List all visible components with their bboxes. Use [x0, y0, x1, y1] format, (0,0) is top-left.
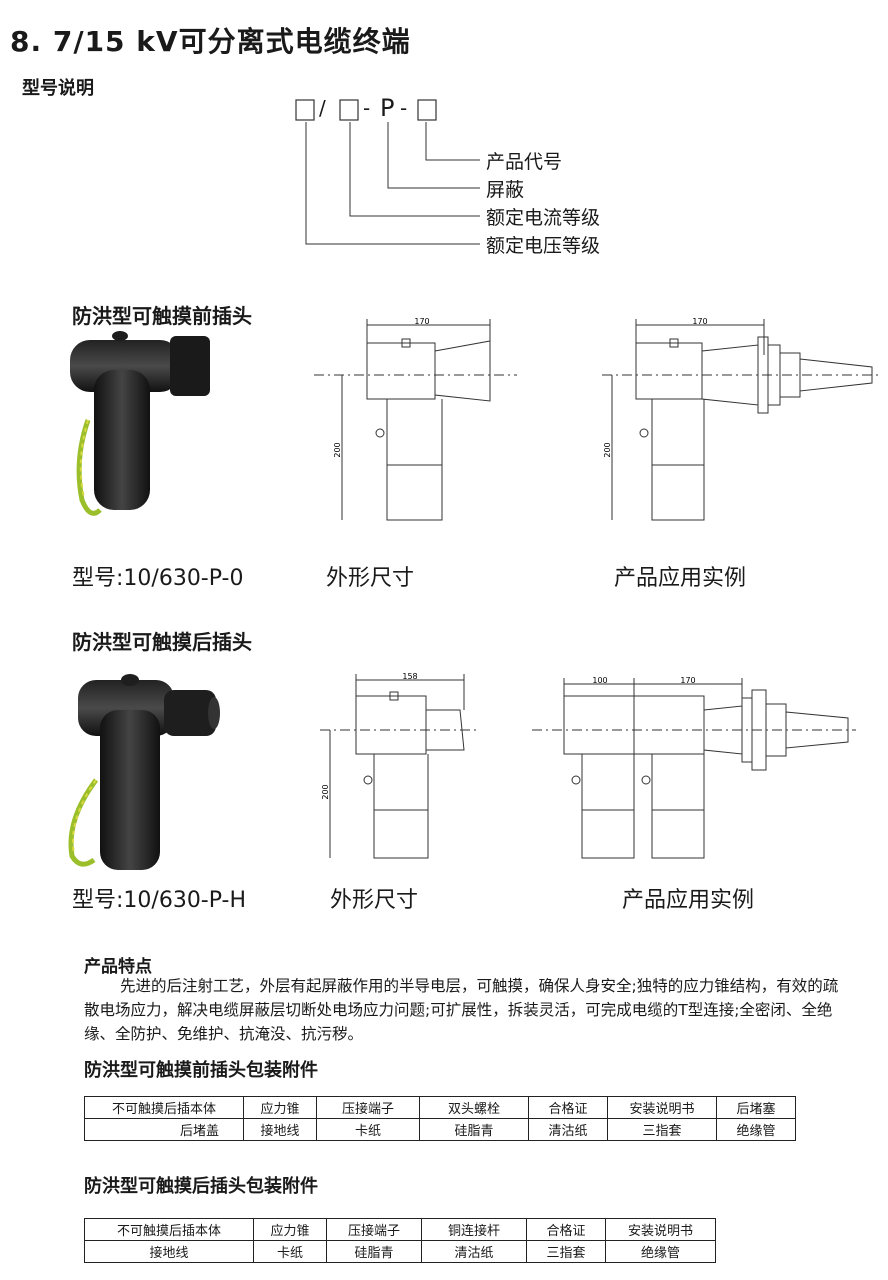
table-row: 不可触摸后插本体 应力锥 压接端子 双头螺栓 合格证 安装说明书 后堵塞: [84, 1096, 796, 1119]
rear-accessories-table: 不可触摸后插本体 应力锥 压接端子 铜连接杆 合格证 安装说明书 接地线 卡纸 …: [84, 1218, 716, 1263]
table-cell: 接地线: [243, 1118, 317, 1141]
front-model-caption: 型号:10/630-P-0: [72, 566, 244, 591]
front-plug-heading: 防洪型可触摸前插头: [72, 304, 252, 328]
table-row: 后堵盖 接地线 卡纸 硅脂青 清沽纸 三指套 绝缘管: [84, 1118, 796, 1141]
front-dim-caption: 外形尺寸: [326, 566, 415, 591]
table-cell: 清沽纸: [528, 1118, 608, 1141]
table-cell: 三指套: [607, 1118, 717, 1141]
rear-accessories-heading: 防洪型可触摸后插头包装附件: [84, 1176, 318, 1197]
front-plug-photo: [70, 331, 210, 516]
table-cell: 硅脂青: [326, 1240, 422, 1263]
rear-app-caption: 产品应用实例: [622, 888, 755, 913]
table-cell: 压接端子: [326, 1218, 422, 1241]
table-cell: 合格证: [526, 1218, 606, 1241]
legend-current: 额定电流等级: [486, 207, 601, 229]
page-title: 8. 7/15 kV可分离式电缆终端: [10, 25, 411, 58]
features-heading: 产品特点: [84, 957, 152, 977]
legend-shield: 屏蔽: [486, 179, 525, 201]
table-cell: 应力锥: [243, 1096, 317, 1119]
table-cell: 安装说明书: [605, 1218, 716, 1241]
model-code-lines: [295, 99, 480, 245]
table-cell: 后堵盖: [84, 1118, 244, 1141]
front-dim-width: 170: [414, 317, 429, 326]
front-accessories-heading: 防洪型可触摸前插头包装附件: [84, 1060, 318, 1081]
rear-plug-heading: 防洪型可触摸后插头: [72, 630, 252, 654]
rear-app-width-a: 100: [592, 676, 607, 685]
code-slash: /: [319, 96, 326, 120]
line-shield: [387, 122, 480, 189]
table-cell: 合格证: [528, 1096, 608, 1119]
front-app-drawing: 170 200: [602, 317, 878, 521]
model-code-diagram: / - P - 产品代号 屏蔽 额定电流等级 额定电压等级: [290, 92, 650, 262]
legend-voltage: 额定电压等级: [486, 235, 601, 257]
table-row: 接地线 卡纸 硅脂青 清沽纸 三指套 绝缘管: [84, 1240, 716, 1263]
rear-model-caption: 型号:10/630-P-H: [72, 888, 247, 913]
rear-dim-drawing: 158 200: [320, 672, 476, 859]
legend-product-code: 产品代号: [486, 151, 563, 173]
table-row: 不可触摸后插本体 应力锥 压接端子 铜连接杆 合格证 安装说明书: [84, 1218, 716, 1241]
table-cell: 绝缘管: [605, 1240, 716, 1263]
table-cell: 双头螺栓: [419, 1096, 529, 1119]
table-cell: 清沽纸: [421, 1240, 527, 1263]
table-cell: 压接端子: [316, 1096, 420, 1119]
line-current: [349, 122, 480, 217]
rear-dim-caption: 外形尺寸: [330, 888, 419, 913]
features-text: 先进的后注射工艺，外层有起屏蔽作用的半导电层，可触摸，确保人身安全;独特的应力锥…: [84, 977, 839, 1043]
table-cell: 不可触摸后插本体: [84, 1096, 244, 1119]
rear-dim-height: 200: [321, 784, 330, 799]
rear-plug-photo: [68, 674, 220, 870]
front-dim-drawing: 170 200: [314, 317, 517, 521]
front-app-height: 200: [603, 442, 612, 457]
table-cell: 接地线: [84, 1240, 254, 1263]
table-cell: 后堵塞: [716, 1096, 796, 1119]
table-cell: 卡纸: [316, 1118, 420, 1141]
table-cell: 应力锥: [253, 1218, 327, 1241]
code-p: P: [380, 94, 395, 122]
table-cell: 不可触摸后插本体: [84, 1218, 254, 1241]
table-cell: 安装说明书: [607, 1096, 717, 1119]
front-app-width: 170: [692, 317, 707, 326]
code-dash-1: -: [363, 96, 371, 120]
table-cell: 三指套: [526, 1240, 606, 1263]
rear-dim-width: 158: [402, 672, 417, 681]
box-current: [339, 99, 359, 121]
code-dash-2: -: [400, 96, 408, 120]
front-app-caption: 产品应用实例: [614, 566, 747, 591]
box-product-code: [417, 99, 437, 121]
front-accessories-table: 不可触摸后插本体 应力锥 压接端子 双头螺栓 合格证 安装说明书 后堵塞 后堵盖…: [84, 1096, 796, 1141]
model-heading: 型号说明: [22, 78, 94, 99]
front-dim-height: 200: [333, 442, 342, 457]
rear-app-drawing: 100 170: [532, 676, 856, 859]
line-voltage: [305, 122, 480, 245]
table-cell: 硅脂青: [419, 1118, 529, 1141]
table-cell: 绝缘管: [716, 1118, 796, 1141]
line-product-code: [425, 122, 480, 161]
table-cell: 铜连接杆: [421, 1218, 527, 1241]
box-voltage: [295, 99, 315, 121]
rear-app-width-b: 170: [680, 676, 695, 685]
table-cell: 卡纸: [253, 1240, 327, 1263]
